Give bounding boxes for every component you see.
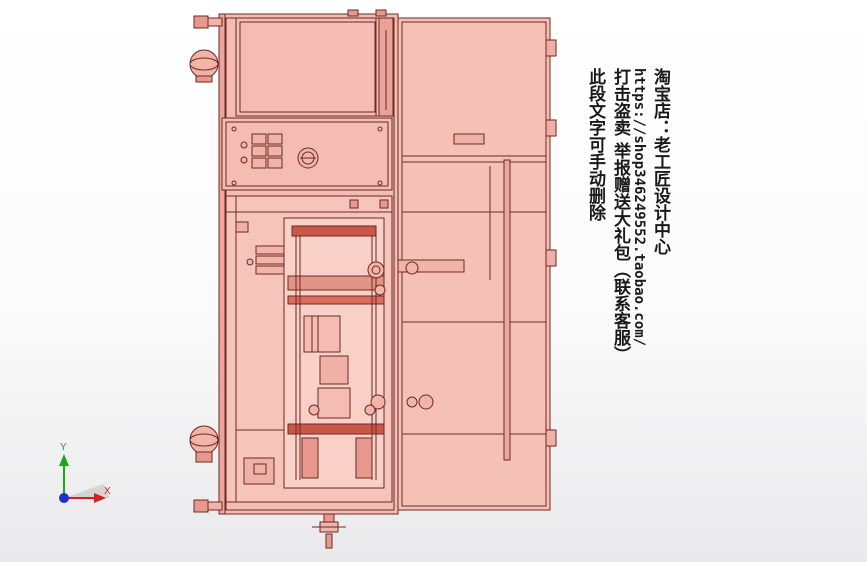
left-actuators	[235, 221, 285, 275]
right-door-panel	[397, 17, 551, 511]
right-hinges	[545, 39, 557, 447]
watermark-line-4: 此段文字可手动删除	[585, 68, 605, 221]
top-enclosure	[235, 17, 394, 117]
inner-mechanism	[283, 217, 386, 489]
axis-triad	[59, 454, 110, 503]
caster-wheels	[189, 15, 223, 513]
axis-y-label: Y	[60, 442, 67, 453]
control-panel	[221, 117, 393, 191]
watermark-line-3: 打击盗卖 举报赠送大礼包（联系客服）	[610, 68, 630, 363]
watermark-line-1: 淘宝店：老工匠设计中心	[650, 68, 670, 255]
top-bolts	[347, 9, 389, 209]
watermark-line-2: https://shop346249552.taobao.com/	[631, 68, 647, 347]
axis-x-label: X	[104, 486, 111, 497]
bottom-adjuster	[312, 513, 346, 549]
